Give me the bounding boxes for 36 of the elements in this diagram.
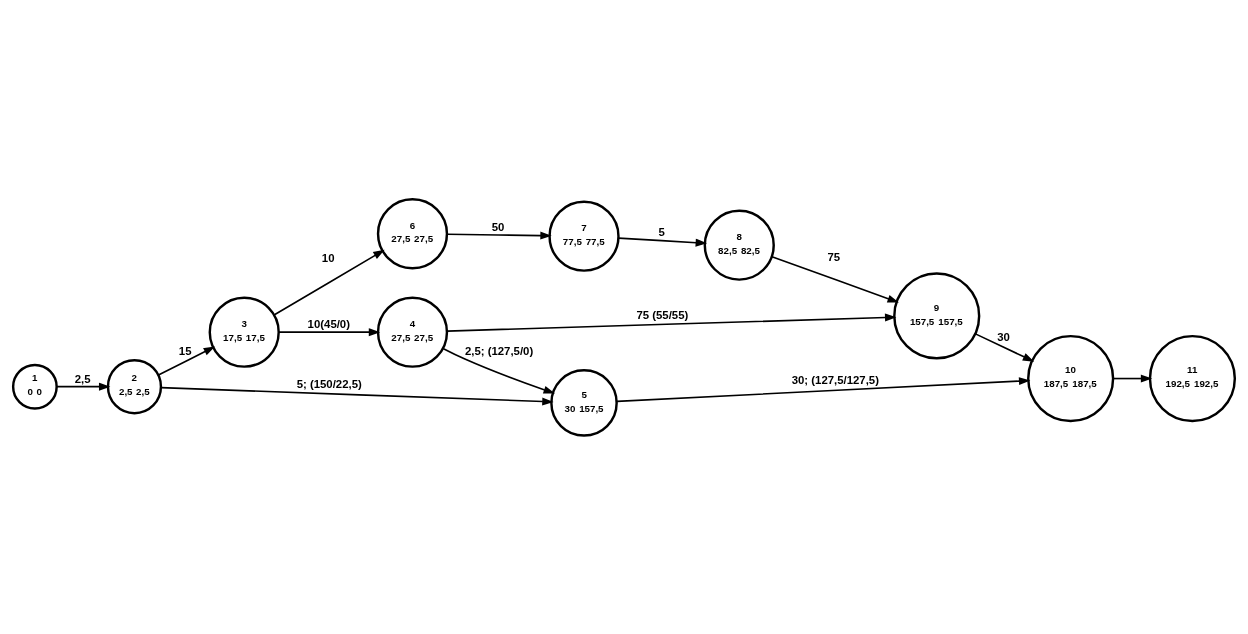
edge-label: 5 xyxy=(658,225,665,238)
edge-label: 75 (55/55) xyxy=(636,308,689,321)
arrow xyxy=(446,231,552,240)
arrow xyxy=(974,332,1035,362)
arrow xyxy=(446,313,897,332)
node-circle: 8 82,5 82,5 xyxy=(703,209,775,281)
edge-label: 5; (150/22,5) xyxy=(296,377,362,390)
edge-label: 15 xyxy=(178,344,192,357)
node-circle: 2 2,5 2,5 xyxy=(106,358,163,414)
edge-label: 30 xyxy=(997,330,1010,343)
edge-label: 10(45/0) xyxy=(307,317,350,330)
node-circle: 6 27,5 27,5 xyxy=(376,197,449,269)
edge-label: 30; (127,5/127,5) xyxy=(791,373,879,386)
arrow xyxy=(160,386,554,405)
node-circle: 4 27,5 27,5 xyxy=(376,296,449,368)
node-circle: 7 77,5 77,5 xyxy=(548,200,620,272)
arrow xyxy=(56,382,111,391)
arrow xyxy=(1112,374,1153,383)
arrow xyxy=(616,376,1031,402)
arrow xyxy=(442,347,555,394)
edge-label: 2,5 xyxy=(74,372,91,385)
node-circle: 11 192,5 192,5 xyxy=(1148,334,1237,422)
arrow xyxy=(277,327,381,336)
node-circle: 9 157,5 157,5 xyxy=(893,271,981,360)
arrow xyxy=(771,255,899,303)
node-circle: 3 17,5 17,5 xyxy=(208,296,280,368)
node-circle: 5 30 157,5 xyxy=(550,368,618,437)
arrow xyxy=(157,345,216,376)
node-circle: 1 0 0 xyxy=(11,363,58,410)
edge-label: 10 xyxy=(321,251,335,264)
edge-label: 2,5; (127,5/0) xyxy=(464,344,534,357)
node-circle: 10 187,5 187,5 xyxy=(1027,334,1115,422)
edge-label: 75 xyxy=(827,250,841,263)
arrow xyxy=(273,249,385,316)
edge-label: 50 xyxy=(491,220,505,233)
arrow xyxy=(617,236,708,247)
